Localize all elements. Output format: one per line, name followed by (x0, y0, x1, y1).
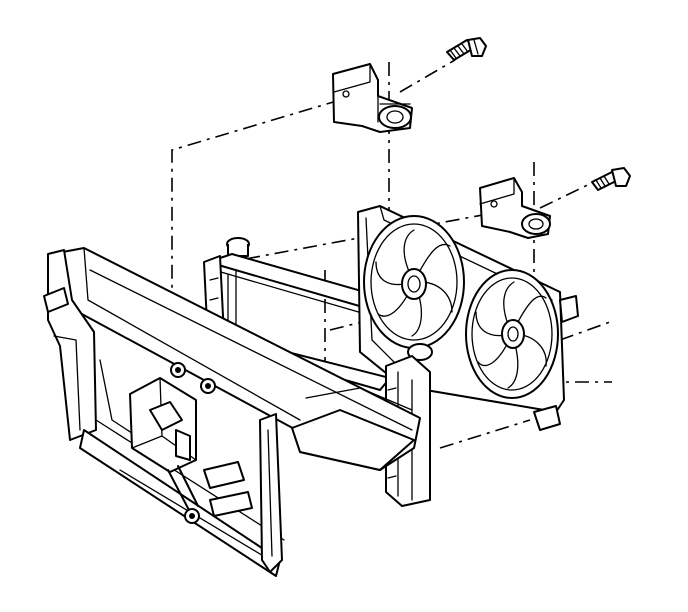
right-bolt (591, 167, 631, 191)
cooling-fan-left (363, 215, 465, 349)
upper-bracket (332, 63, 413, 133)
radiator-support (43, 247, 421, 577)
hood-latch (129, 362, 216, 524)
right-bracket (479, 177, 551, 239)
cooling-fan-right (465, 269, 559, 399)
upper-bolt (446, 37, 487, 61)
